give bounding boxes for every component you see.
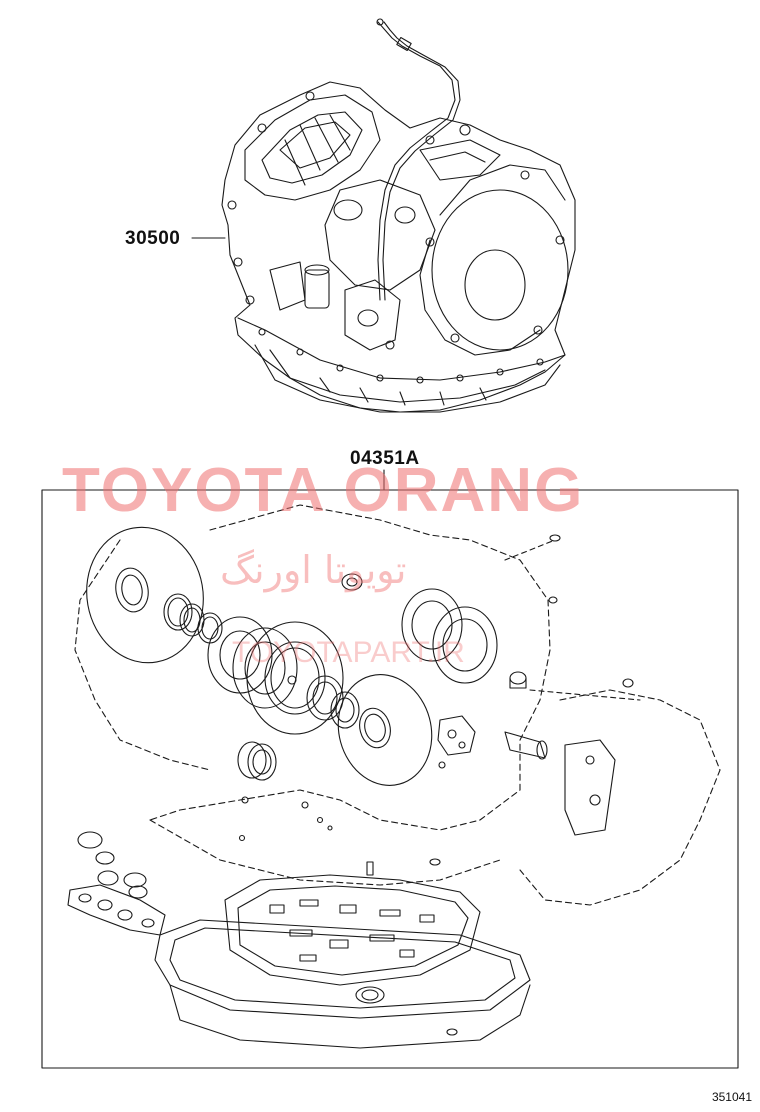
overhaul-kit-illustration [67, 504, 721, 1049]
watermark-brand: TOYOTA ORANG [62, 456, 585, 525]
transaxle-assembly-illustration [221, 18, 576, 413]
watermark-url: TOYOTAPART.IR [232, 636, 465, 669]
part-label-30500: 30500 [125, 228, 181, 249]
part-label-04351a: 04351A [350, 448, 420, 469]
kit-frame [41, 489, 739, 1069]
reference-number: 351041 [711, 1090, 752, 1104]
watermark-persian: تویوتا اورنگ [220, 548, 407, 592]
